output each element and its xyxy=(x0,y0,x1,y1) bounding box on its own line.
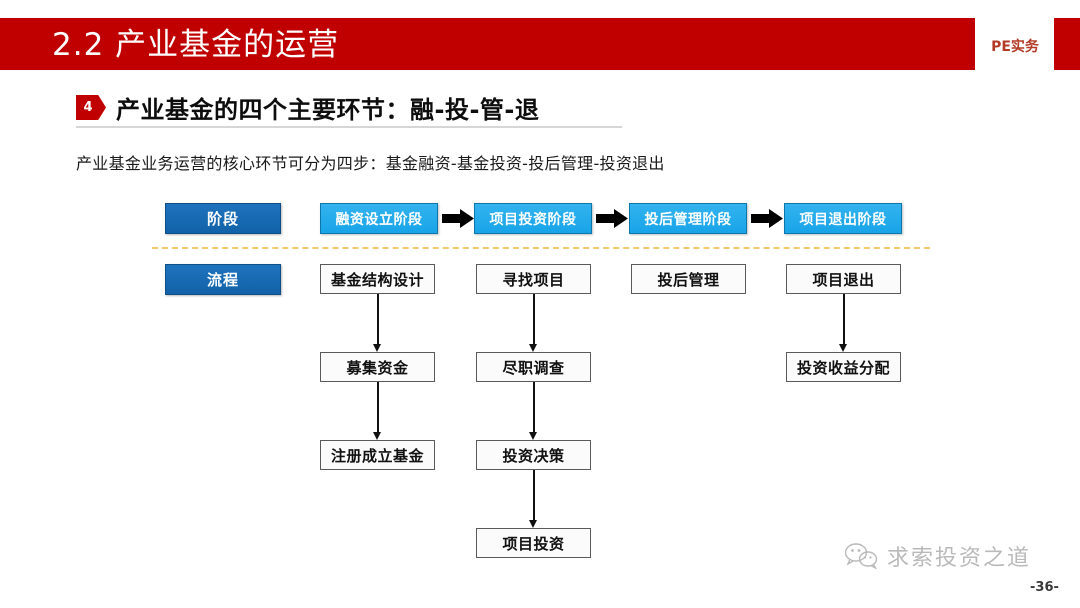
flow-arrow-c2-1-icon xyxy=(529,294,538,352)
stage-box-4: 项目退出阶段 xyxy=(784,203,902,234)
row-label-stage: 阶段 xyxy=(165,203,281,234)
flow-box-c3-s1: 投后管理 xyxy=(631,264,746,294)
section-subtitle: 产业基金的四个主要环节：融-投-管-退 xyxy=(116,96,540,124)
flow-box-c1-s1: 基金结构设计 xyxy=(320,264,435,294)
header-bar xyxy=(0,18,975,70)
wechat-icon xyxy=(845,543,878,569)
flow-arrow-c2-2-icon xyxy=(529,382,538,440)
stage-box-2: 项目投资阶段 xyxy=(474,203,592,234)
header-bar-accent-block xyxy=(1054,18,1080,70)
lead-paragraph: 产业基金业务运营的核心环节可分为四步：基金融资-基金投资-投后管理-投资退出 xyxy=(76,154,665,173)
watermark-text: 求索投资之道 xyxy=(887,546,1032,571)
page-title: 2.2 产业基金的运营 xyxy=(52,27,340,63)
flow-box-c2-s3: 投资决策 xyxy=(476,440,591,470)
section-number-label: 4 xyxy=(83,100,93,115)
watermark: 求索投资之道 xyxy=(845,540,1031,572)
flow-box-c2-s1: 寻找项目 xyxy=(476,264,591,294)
stage-arrow-2-icon xyxy=(596,209,628,228)
flow-arrow-c2-3-icon xyxy=(529,470,538,528)
stage-arrow-3-icon xyxy=(751,209,783,228)
flow-box-c1-s3: 注册成立基金 xyxy=(320,440,435,470)
flow-arrow-c1-2-icon xyxy=(373,382,382,440)
stage-box-1: 融资设立阶段 xyxy=(320,203,438,234)
flow-box-c4-s2: 投资收益分配 xyxy=(786,352,901,382)
header-tag: PE实务 xyxy=(991,39,1039,55)
page-number: -36- xyxy=(1030,580,1059,595)
flow-box-c4-s1: 项目退出 xyxy=(786,264,901,294)
flow-box-c2-s4: 项目投资 xyxy=(476,528,591,558)
section-divider xyxy=(152,247,930,249)
flow-arrow-c1-1-icon xyxy=(373,294,382,352)
subtitle-row: 4 产业基金的四个主要环节：融-投-管-退 xyxy=(76,90,539,125)
stage-arrow-1-icon xyxy=(442,209,474,228)
flow-box-c1-s2: 募集资金 xyxy=(320,352,435,382)
row-label-flow: 流程 xyxy=(165,264,281,295)
flow-arrow-c4-1-icon xyxy=(839,294,848,352)
subtitle-underline xyxy=(76,126,622,128)
stage-box-3: 投后管理阶段 xyxy=(629,203,747,234)
flow-box-c2-s2: 尽职调查 xyxy=(476,352,591,382)
